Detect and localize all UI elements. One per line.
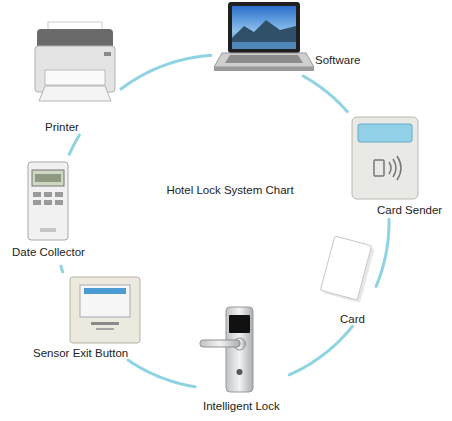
printer-illustration [35,22,115,101]
collector-key [44,200,52,205]
printer-tray [39,86,111,101]
lock-handle [200,340,240,347]
laptop-base [214,53,314,67]
diagram-title: Hotel Lock System Chart [150,184,310,197]
circle-connector [61,266,63,272]
collector-key [44,192,52,197]
circle-connector [289,326,352,375]
rfid-card-icon [374,160,384,176]
collector-key [33,200,41,205]
lock-reader [229,315,250,333]
device-label: Card Sender [377,204,442,217]
laptop-illustration [214,2,314,71]
device-node: Card [318,238,376,326]
circle-connector [128,360,195,387]
button-marking [96,328,114,330]
collector-port [40,228,56,232]
rfid-waves [389,156,401,180]
lcd-digits [35,174,61,182]
device-node: Intelligent Lock [196,303,288,417]
device-label: Date Collector [12,246,85,259]
printer-output [45,70,105,85]
exit-button-illustration [70,277,140,343]
device-node: Date Collector [8,155,96,265]
display-lake [232,42,296,49]
laptop-edge [214,67,314,71]
device-node: Card Sender [348,112,448,218]
card-sender-illustration [352,117,418,199]
device-node: Sensor Exit Button [30,272,162,360]
device-label: Printer [45,121,79,134]
device-label: Sensor Exit Button [33,347,128,360]
device-node: Printer [30,22,120,135]
button-indicator [84,288,126,294]
collector-key [55,192,63,197]
device-label: Intelligent Lock [203,400,280,413]
display-mountains [232,20,296,42]
collector-key [55,200,63,205]
circle-connector [69,135,79,154]
collector-lcd [32,170,64,186]
circle-connector [121,55,211,89]
printer-button [104,52,111,56]
button-plate [70,277,140,343]
button-sensor [80,285,130,317]
device-node: Software [212,0,367,76]
collector-key [33,192,41,197]
laptop-screen-frame [228,2,300,53]
lock-illustration [200,307,253,392]
data-collector-illustration [28,162,68,240]
collector-body [28,162,68,240]
circle-connector [376,219,389,286]
button-marking [91,322,119,325]
card-illustration [320,236,374,303]
printer-body [35,46,115,92]
reader-body [352,117,418,199]
device-label: Software [315,54,360,67]
lock-plate [226,307,253,392]
card-face [320,236,371,300]
device-label: Card [340,313,365,326]
lock-keyhole [237,369,243,375]
laptop-keyboard [225,55,303,63]
reader-display [358,124,412,142]
laptop-display [232,6,296,49]
circle-connector [303,76,347,112]
